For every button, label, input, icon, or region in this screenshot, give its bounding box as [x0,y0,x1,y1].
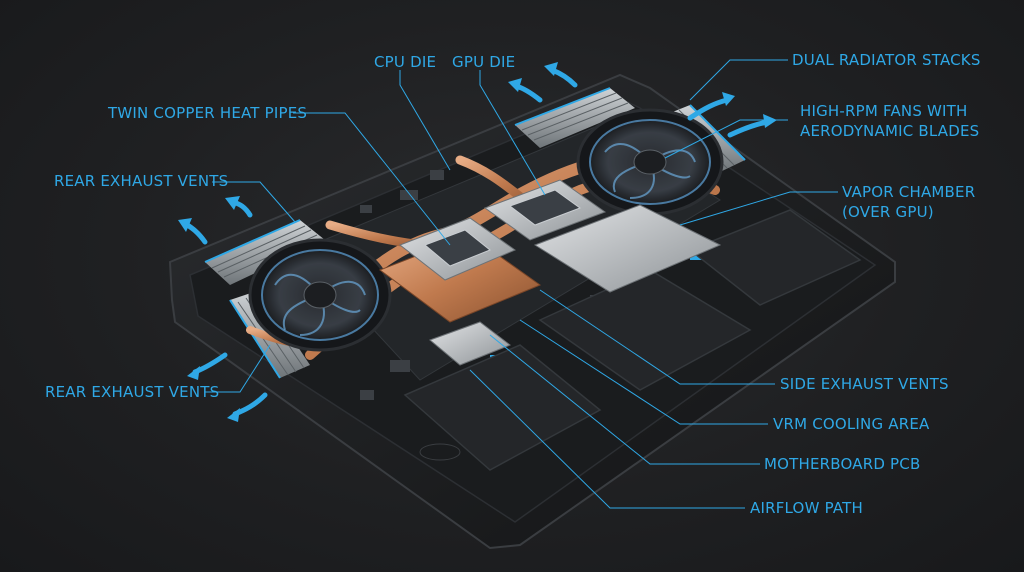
airflow-arrow [727,119,771,138]
label-vrm-cooling-area: VRM COOLING AREA [773,415,930,433]
leader-twin-copper [293,112,451,246]
leader-rear-exhaust-top [212,181,296,223]
label-dual-radiator-stacks: DUAL RADIATOR STACKS [792,51,981,69]
label-rear-exhaust-vents-bottom: REAR EXHAUST VENTS [45,383,220,401]
label-high-rpm-fans-line1: HIGH-RPM FANS WITH [800,102,968,120]
leader-dual-radiator [689,59,788,101]
leader-rear-exhaust-bottom [205,344,271,393]
leader-airflow [469,369,745,509]
label-twin-copper-heat-pipes: TWIN COPPER HEAT PIPES [108,104,308,122]
airflow-arrow [183,221,208,245]
right-fan [576,108,724,216]
leader-motherboard [489,334,760,465]
label-airflow-path: AIRFLOW PATH [750,499,863,517]
leader-vrm [519,319,768,425]
leader-lines [205,59,838,509]
rear-radiator-right [514,87,635,148]
label-rear-exhaust-vents-top: REAR EXHAUST VENTS [54,172,229,190]
label-high-rpm-fans-line2: AERODYNAMIC BLADES [800,122,980,140]
leader-side-exhaust [539,289,775,385]
label-vapor-chamber-line1: VAPOR CHAMBER [842,183,976,201]
airflow-arrowheads [178,62,777,422]
leader-cpu-die [399,70,451,171]
battery-cells [403,209,862,471]
leader-vapor-chamber [679,191,838,226]
cpu-heat-plate [398,217,517,281]
label-vapor-chamber-line2: (OVER GPU) [842,203,934,221]
label-gpu-die: GPU DIE [452,53,516,71]
label-side-exhaust-vents: SIDE EXHAUST VENTS [780,375,949,393]
gpu-heat-plate [483,179,607,241]
airflow-arrow [549,67,578,88]
label-motherboard-pcb: MOTHERBOARD PCB [764,455,921,473]
airflow-arrow [513,83,543,103]
shield-plate [429,321,512,366]
leader-high-rpm [664,119,788,159]
vapor-chamber [533,204,722,293]
label-cpu-die: CPU DIE [374,53,437,71]
leader-gpu-die [479,70,546,196]
left-fan [248,238,392,352]
airflow-arrow [687,97,730,121]
